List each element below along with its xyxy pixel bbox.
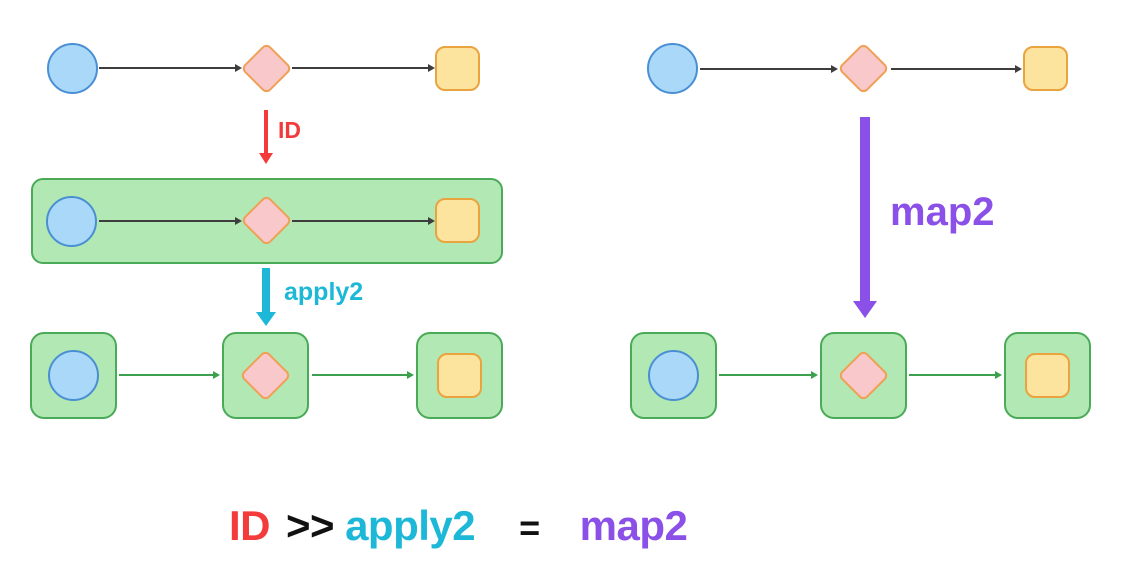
flow-arrow	[99, 216, 242, 226]
id-arrow-label: ID	[278, 117, 301, 143]
flow-arrow	[99, 63, 242, 73]
flow-arrow	[292, 63, 435, 73]
map2-arrow-label: map2	[890, 190, 995, 234]
input-circle-node	[46, 196, 97, 247]
output-square-node	[435, 198, 480, 243]
input-circle-node	[47, 43, 98, 94]
flow-arrow-green	[119, 370, 220, 380]
flow-arrow-green	[312, 370, 414, 380]
process-diamond-node	[837, 42, 890, 95]
flow-arrow-green	[719, 370, 818, 380]
output-square-node	[1023, 46, 1068, 91]
apply2-arrow-label: apply2	[284, 278, 364, 306]
formula-compose-operator: >>	[286, 502, 335, 549]
formula-id-term: ID	[229, 502, 271, 549]
input-circle-node	[648, 350, 699, 401]
flow-arrow	[891, 64, 1022, 74]
flow-arrow	[700, 64, 838, 74]
formula-apply2-term: apply2	[345, 502, 476, 549]
formula-equals-sign: =	[519, 507, 540, 548]
output-square-node	[435, 46, 480, 91]
input-circle-node	[48, 350, 99, 401]
flow-arrow-green	[909, 370, 1002, 380]
output-square-node	[437, 353, 482, 398]
input-circle-node	[647, 43, 698, 94]
flow-arrow	[292, 216, 435, 226]
equivalence-formula: ID >> apply2 = map2	[229, 502, 688, 550]
process-diamond-node	[240, 42, 293, 95]
output-square-node	[1025, 353, 1070, 398]
formula-map2-term: map2	[579, 502, 688, 549]
